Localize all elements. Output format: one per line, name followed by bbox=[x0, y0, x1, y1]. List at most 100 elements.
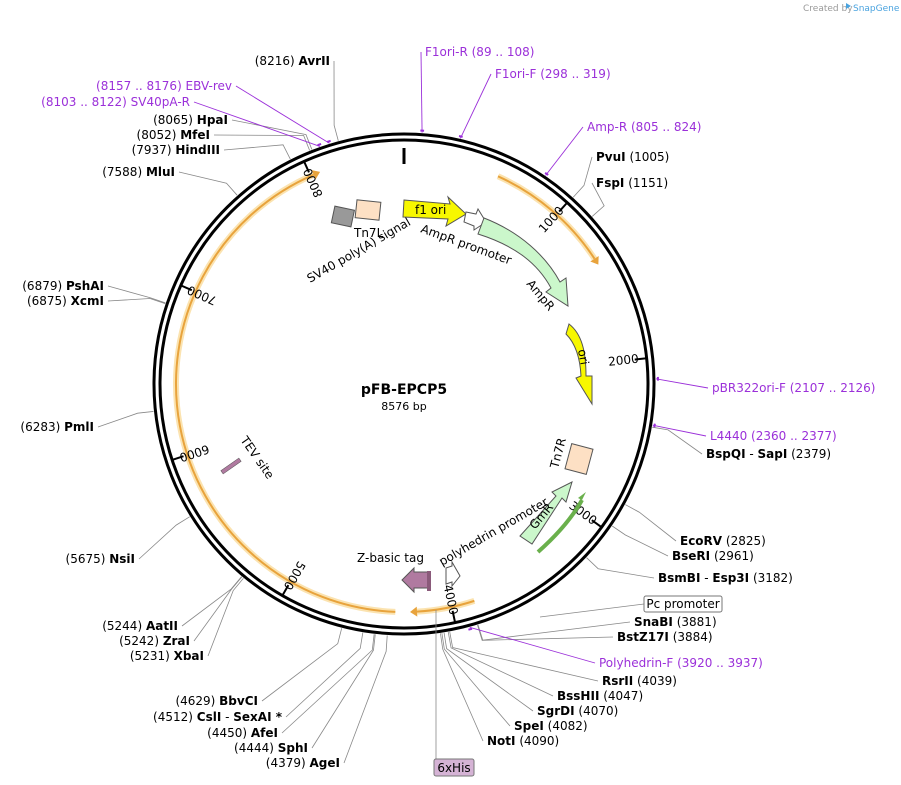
site-bseri[interactable]: BseRI (2961) bbox=[672, 549, 754, 563]
credit-created-by: Created by bbox=[803, 4, 853, 14]
restriction-sites: PvuI (1005) FspI (1151) BspQI - SapI (2379… bbox=[20, 54, 831, 770]
primer-leader-pbr322ori-f bbox=[655, 378, 709, 389]
primer-polyhedrin-f[interactable]: Polyhedrin-F (3920 .. 3937) bbox=[599, 656, 763, 670]
leader-bspqi bbox=[652, 426, 703, 455]
tick-label-8000: 8000 bbox=[300, 166, 325, 200]
site-nsii[interactable]: (5675) NsiI bbox=[66, 552, 135, 566]
his-tag-callout: 6xHis bbox=[433, 610, 475, 777]
primer-f1ori-f[interactable]: F1ori-F (298 .. 319) bbox=[495, 67, 611, 81]
leader-sphi bbox=[311, 634, 376, 749]
tick-7000 bbox=[180, 284, 193, 292]
site-hindiii[interactable]: (7937) HindIII bbox=[132, 143, 220, 157]
site-sgrdi[interactable]: SgrDI (4070) bbox=[537, 704, 618, 718]
site-agei[interactable]: (4379) AgeI bbox=[266, 756, 340, 770]
leader-avrii bbox=[333, 60, 339, 141]
primer-mark-l4440 bbox=[653, 423, 656, 428]
pc-promoter-callout: Pc promoter bbox=[539, 595, 723, 618]
gmr-orf-arrowhead bbox=[578, 492, 586, 500]
gmr-orf-arc bbox=[536, 499, 584, 554]
site-bbvci[interactable]: (4629) BbvCI bbox=[175, 694, 258, 708]
site-mlui[interactable]: (7588) MluI bbox=[102, 165, 175, 179]
leader-pvui bbox=[572, 156, 593, 198]
orf-arrowhead-polyhedrin bbox=[410, 606, 418, 617]
site-xcmi[interactable]: (6875) XcmI bbox=[27, 294, 104, 308]
leader-pmli bbox=[97, 411, 154, 428]
leader-rsrii bbox=[449, 631, 599, 682]
site-bstz17i[interactable]: BstZ17I (3884) bbox=[617, 630, 713, 644]
tick-2000 bbox=[634, 357, 647, 361]
site-bsmbi[interactable]: BsmBI - Esp3I (3182) bbox=[658, 571, 793, 585]
primer-mark-amp-r bbox=[544, 171, 549, 176]
leader-csli bbox=[285, 632, 364, 718]
orf-arrowhead-ampr bbox=[590, 255, 599, 265]
leader-bbvci bbox=[261, 628, 343, 702]
primer-leader-f1ori-r bbox=[420, 51, 423, 133]
plasmid-size: 8576 bp bbox=[381, 400, 426, 413]
primer-leader-ebv-rev bbox=[235, 85, 330, 144]
backbone-inner-circle bbox=[158, 138, 650, 630]
feature-ampr bbox=[477, 217, 569, 307]
leader-xbai bbox=[207, 577, 244, 657]
site-bspqi[interactable]: BspQI - SapI (2379) bbox=[706, 447, 831, 461]
tick-1000 bbox=[558, 201, 568, 213]
leader-agei bbox=[343, 635, 388, 764]
snapgene-logo-icon bbox=[846, 3, 851, 9]
primer-pbr322ori-f[interactable]: pBR322ori-F (2107 .. 2126) bbox=[712, 381, 875, 395]
leader-bsshii bbox=[447, 632, 554, 697]
primer-amp-r[interactable]: Amp-R (805 .. 824) bbox=[587, 120, 701, 134]
z-basic-tag-label: Z-basic tag bbox=[357, 551, 424, 565]
leader-mlui bbox=[178, 171, 238, 196]
primer-mark-polyhedrin-f bbox=[468, 627, 473, 631]
tev-site-label: TEV site bbox=[237, 433, 277, 482]
primer-f1ori-r[interactable]: F1ori-R (89 .. 108) bbox=[425, 45, 534, 59]
site-zrai[interactable]: (5242) ZraI bbox=[119, 634, 190, 648]
site-fspi[interactable]: FspI (1151) bbox=[596, 176, 668, 190]
primer-mark-sv40pa-r bbox=[317, 142, 322, 147]
tick-6000 bbox=[171, 455, 184, 461]
primer-mark-f1ori-f bbox=[458, 135, 463, 138]
primer-sv40pa-r[interactable]: (8103 .. 8122) SV40pA-R bbox=[41, 95, 190, 109]
z-basic-marker bbox=[427, 571, 431, 591]
site-xbai[interactable]: (5231) XbaI bbox=[130, 649, 204, 663]
orf-arc-ampr bbox=[497, 175, 596, 260]
leader-hindiii bbox=[223, 144, 291, 160]
his-tag-label: 6xHis bbox=[437, 761, 470, 775]
backbone-outer-circle bbox=[152, 132, 656, 636]
site-aatii[interactable]: (5244) AatII bbox=[102, 619, 178, 633]
primer-l4440[interactable]: L4440 (2360 .. 2377) bbox=[710, 429, 837, 443]
feature-tev-site bbox=[220, 457, 242, 475]
primer-mark-ebv-rev bbox=[326, 139, 331, 143]
feature-tn7r bbox=[564, 442, 594, 476]
primer-ebv-rev[interactable]: (8157 .. 8176) EBV-rev bbox=[96, 79, 232, 93]
tick-label-4000: 4000 bbox=[441, 583, 461, 616]
site-spei[interactable]: SpeI (4082) bbox=[514, 719, 588, 733]
leader-zrai bbox=[193, 576, 243, 642]
site-pmli[interactable]: (6283) PmlI bbox=[20, 420, 94, 434]
site-bsshii[interactable]: BssHII (4047) bbox=[557, 689, 643, 703]
feature-f1-ori: f1 ori bbox=[402, 195, 467, 228]
leader-pshai bbox=[107, 285, 166, 304]
site-snabi[interactable]: SnaBI (3881) bbox=[634, 615, 717, 629]
site-avrii[interactable]: (8216) AvrII bbox=[255, 54, 330, 68]
leader-mfei bbox=[213, 134, 310, 151]
feature-sv40-polya bbox=[330, 205, 356, 228]
site-sphi[interactable]: (4444) SphI bbox=[234, 741, 308, 755]
leader-sgrdi bbox=[443, 632, 534, 712]
site-rsrii[interactable]: RsrII (4039) bbox=[602, 674, 677, 688]
site-afei[interactable]: (4450) AfeI bbox=[207, 726, 278, 740]
site-noti[interactable]: NotI (4090) bbox=[487, 734, 559, 748]
orf-arcs bbox=[173, 170, 599, 617]
site-hpai[interactable]: (8065) HpaI bbox=[153, 113, 228, 127]
primer-leader-f1ori-f bbox=[459, 73, 492, 139]
feature-z-basic-tag bbox=[401, 566, 429, 594]
site-mfei[interactable]: (8052) MfeI bbox=[137, 128, 210, 142]
site-ecorv[interactable]: EcoRV (2825) bbox=[680, 534, 766, 548]
site-pvui[interactable]: PvuI (1005) bbox=[596, 150, 669, 164]
site-csli[interactable]: (4512) CslI - SexAI * bbox=[153, 710, 283, 724]
site-pshai[interactable]: (6879) PshAI bbox=[22, 279, 104, 293]
orf-arc-polyhedrin bbox=[416, 599, 475, 613]
f1-ori-label: f1 ori bbox=[415, 203, 446, 217]
ori-label: ori bbox=[575, 348, 591, 366]
plasmid-name: pFB-EPCP5 bbox=[361, 382, 447, 398]
